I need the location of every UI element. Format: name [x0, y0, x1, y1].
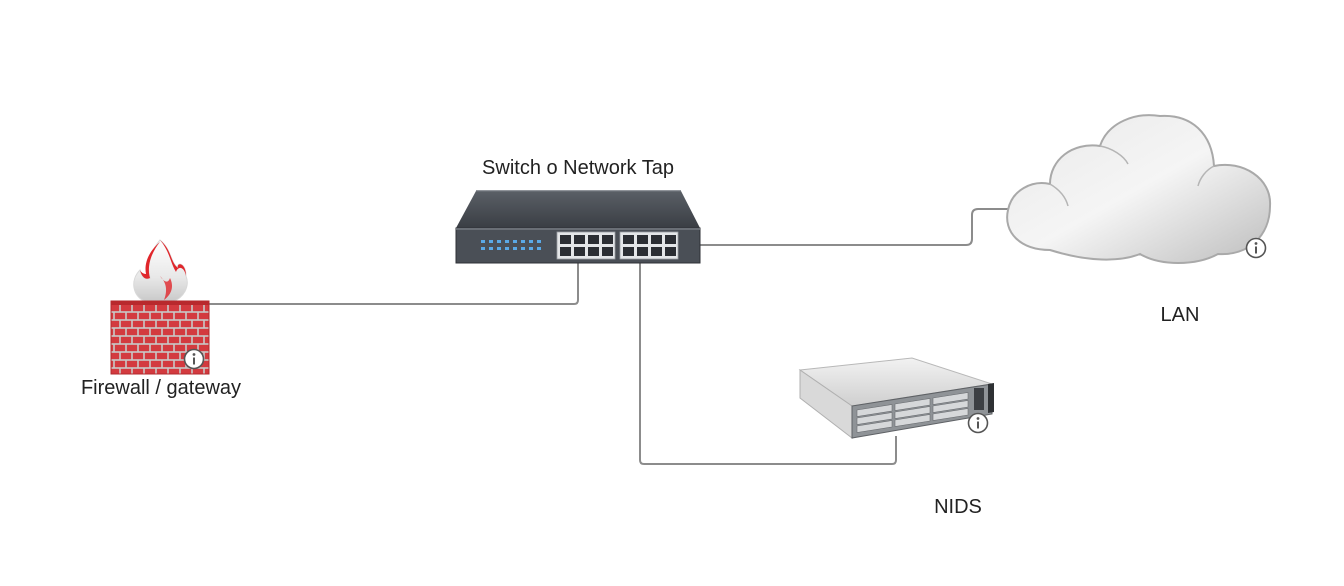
firewall-label: Firewall / gateway: [81, 377, 241, 399]
link-firewall-switch: [209, 262, 579, 305]
switch-node[interactable]: Switch o Network Tap: [455, 157, 701, 264]
nids-info-icon[interactable]: [967, 412, 989, 434]
nids-node[interactable]: NIDS: [798, 357, 994, 518]
nids-label: NIDS: [934, 496, 982, 518]
link-switch-nids: [639, 262, 897, 465]
network-switch-icon: [455, 190, 701, 264]
rack-server-icon: [798, 357, 994, 440]
firewall-node[interactable]: Firewall / gateway: [81, 239, 241, 399]
lan-info-icon[interactable]: [1245, 237, 1267, 259]
lan-label: LAN: [1161, 304, 1200, 326]
switch-label: Switch o Network Tap: [482, 157, 674, 179]
cloud-icon: [1006, 114, 1272, 264]
firewall-info-icon[interactable]: [183, 348, 205, 370]
link-switch-lan: [700, 208, 1008, 246]
lan-node[interactable]: LAN: [1006, 114, 1272, 326]
